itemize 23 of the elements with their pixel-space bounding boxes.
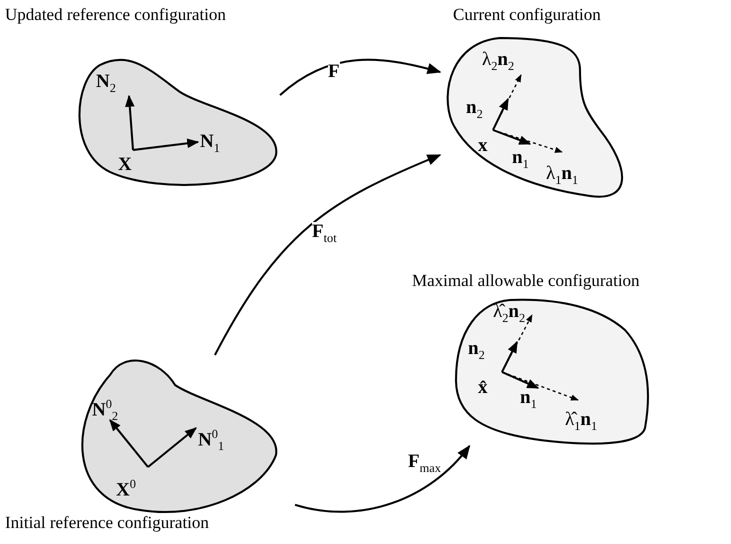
vector-label: λ̂$_{2}$n$_{2}$ bbox=[493, 302, 526, 324]
configuration-title: Updated reference configuration bbox=[5, 6, 226, 25]
mapping-arrow bbox=[214, 154, 442, 356]
vector-label: N$_{1}$ bbox=[200, 132, 220, 154]
vector-label: λ̂$_{1}$n$_{1}$ bbox=[565, 410, 598, 432]
vector-label: X bbox=[118, 155, 132, 174]
vector-label: X$^{0}$ bbox=[116, 478, 136, 500]
vector-label: n$_{1}$ bbox=[520, 388, 537, 410]
vector-label: x bbox=[478, 136, 488, 155]
vector-label: λ$_{1}$n$_{1}$ bbox=[546, 164, 578, 186]
mapping-arrow bbox=[279, 58, 442, 96]
vector-label: n$_{2}$ bbox=[466, 98, 483, 120]
edge-label: F$_{tot}$ bbox=[312, 222, 337, 244]
mapping-arrow bbox=[294, 444, 470, 513]
edge-label: F$_{max}$ bbox=[408, 452, 441, 474]
configuration-title: Maximal allowable configuration bbox=[412, 272, 640, 291]
vector-label: n$_{1}$ bbox=[512, 148, 529, 170]
vector-label: n$_{2}$ bbox=[468, 339, 485, 362]
vector-label: N$_{2}$ bbox=[96, 72, 116, 94]
configuration-title: Initial reference configuration bbox=[5, 514, 209, 533]
vector-label: x̂ bbox=[478, 378, 488, 397]
vector-label: λ$_{2}$n$_{2}$ bbox=[482, 50, 514, 72]
configuration-title: Current configuration bbox=[453, 6, 601, 25]
